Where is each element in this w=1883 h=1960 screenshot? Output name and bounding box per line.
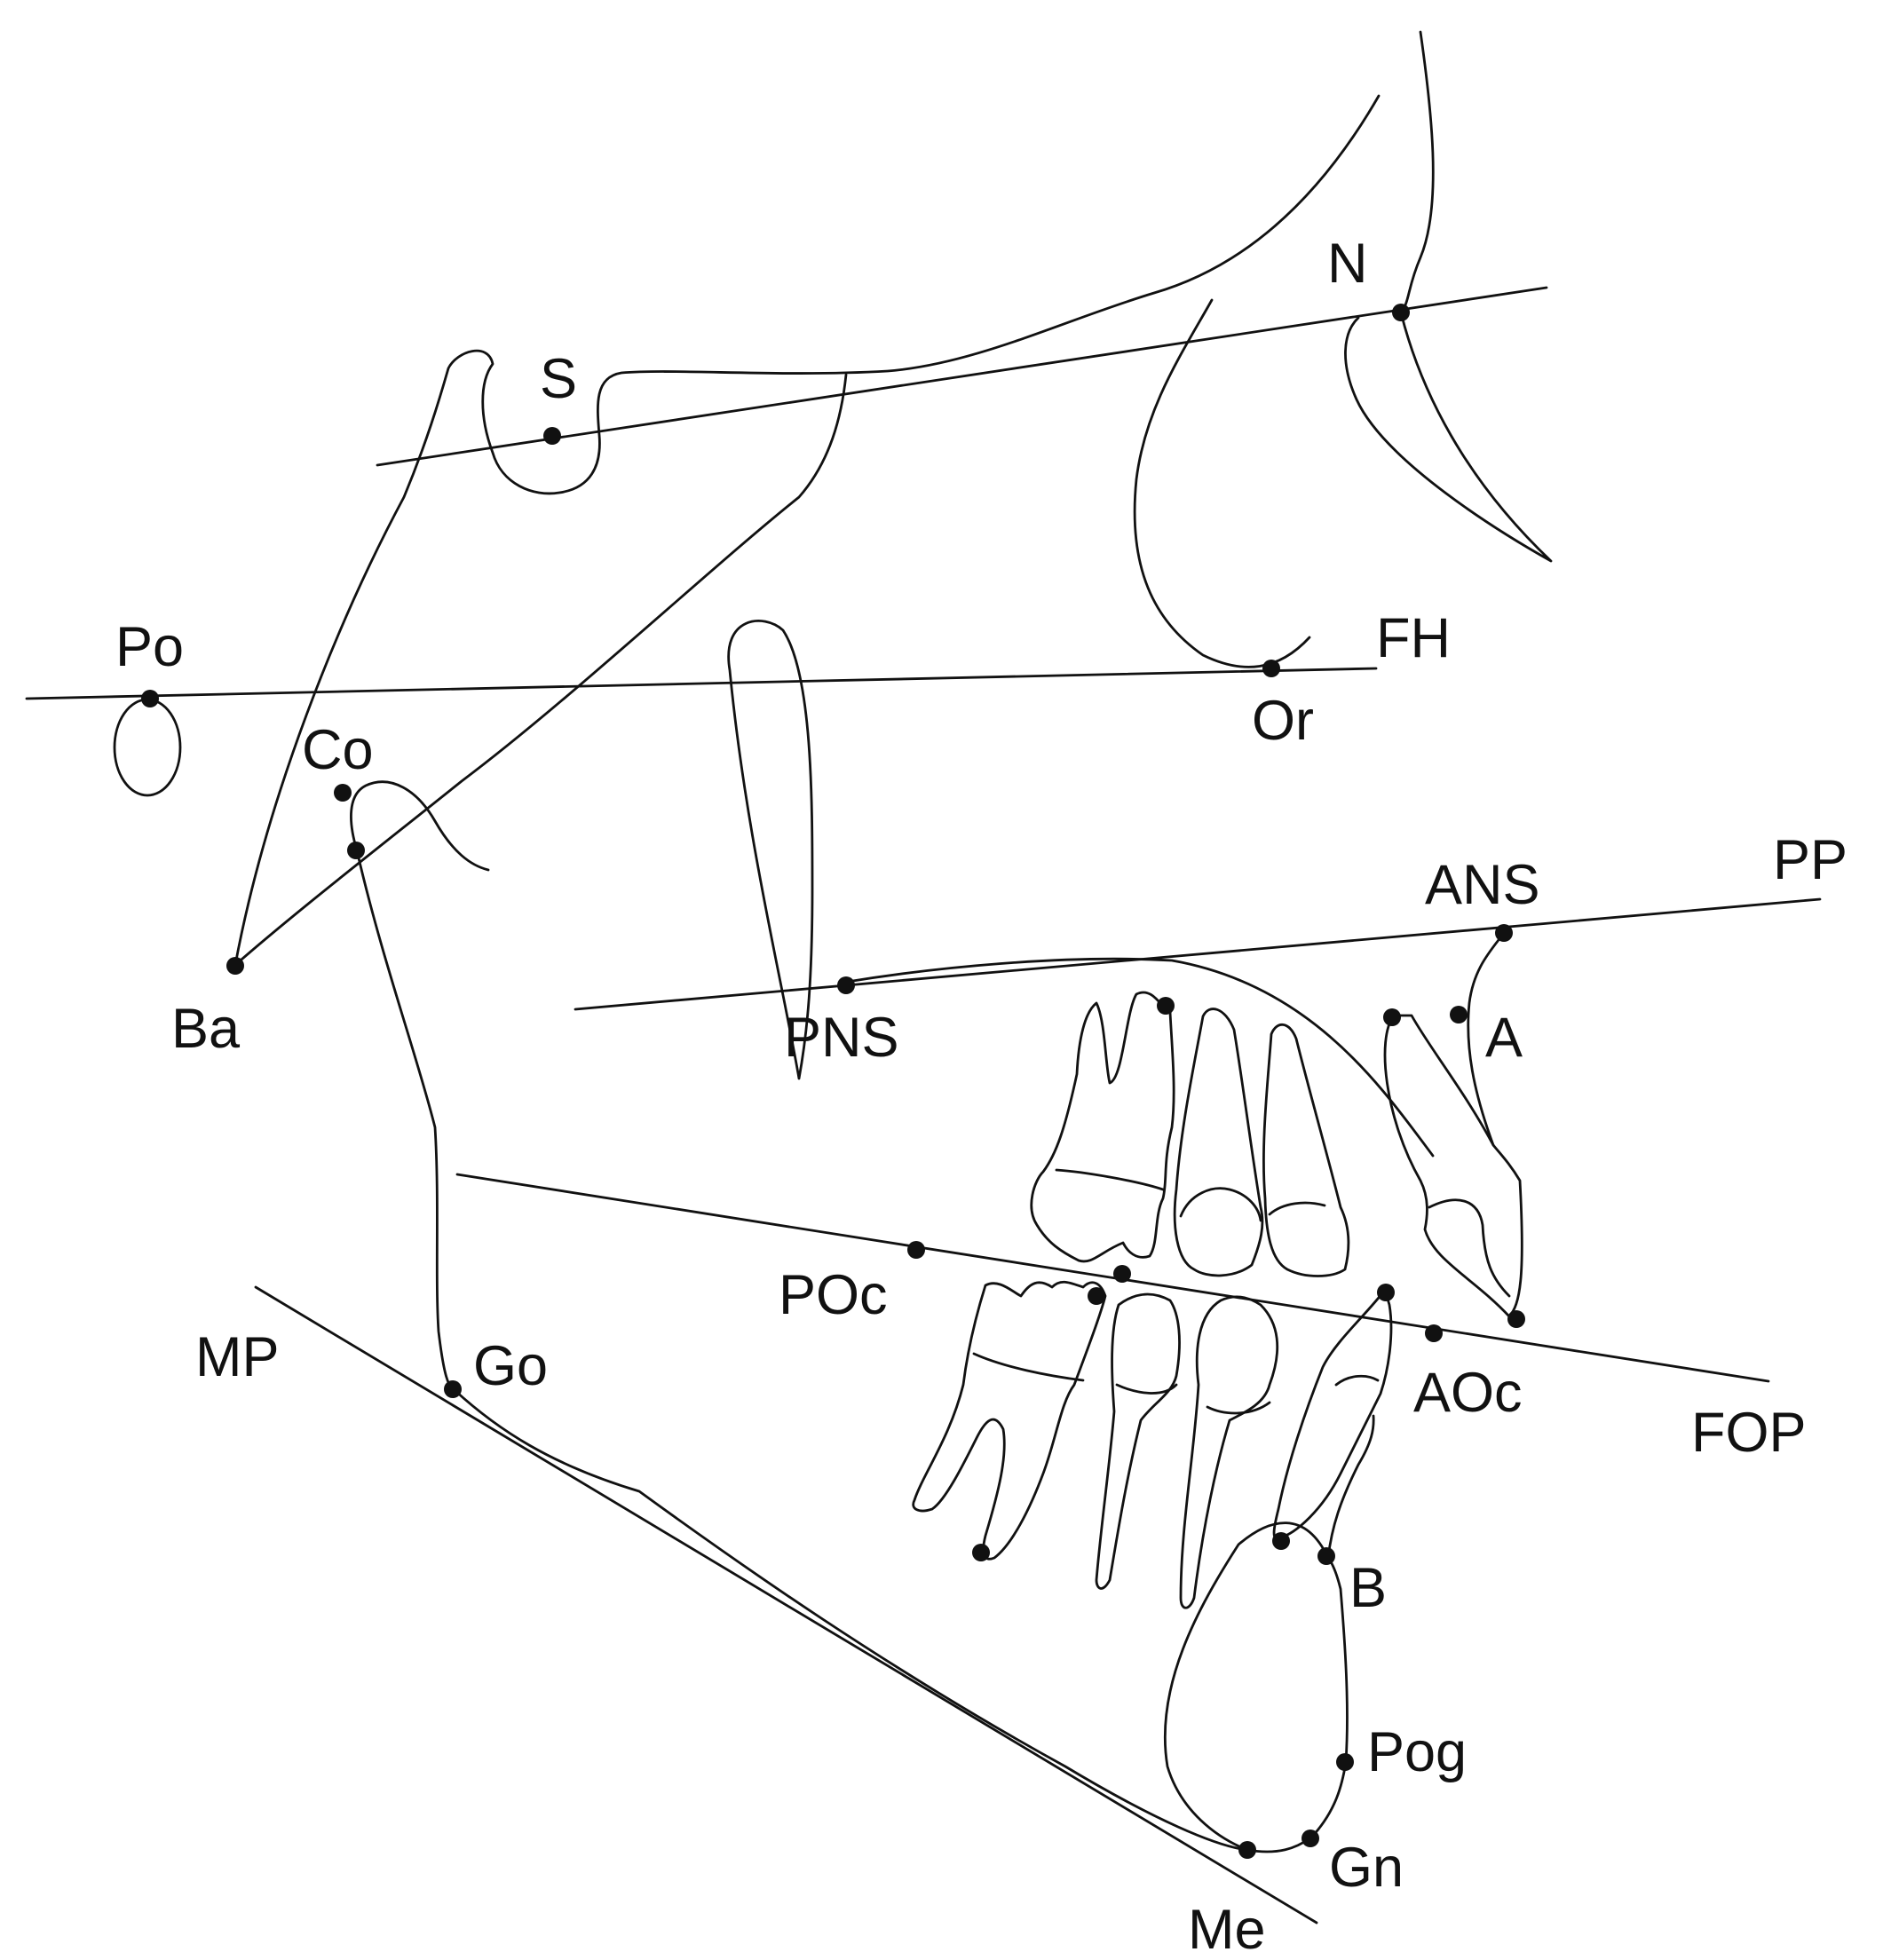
landmark-point-aoc xyxy=(1425,1324,1443,1342)
label-fop: FOP xyxy=(1691,1402,1807,1464)
lower-incisor-pulp xyxy=(1334,1374,1380,1387)
landmark-point-molar-cusp xyxy=(1088,1287,1105,1305)
landmark-point-ba xyxy=(226,957,244,975)
upper-premolar-2-outline xyxy=(1262,1023,1350,1277)
upper-premolar-2-crown-line xyxy=(1268,1201,1326,1216)
landmark-point-lower-incisor-root xyxy=(1272,1532,1290,1550)
label-b: B xyxy=(1349,1557,1387,1619)
landmark-point-ans xyxy=(1495,924,1513,942)
landmark-point-poc xyxy=(907,1241,925,1259)
label-gn: Gn xyxy=(1329,1837,1404,1899)
label-me: Me xyxy=(1188,1899,1266,1960)
label-co: Co xyxy=(302,719,374,781)
label-go: Go xyxy=(473,1335,548,1397)
landmark-point-ar xyxy=(347,842,365,859)
landmark-point-molar-contact xyxy=(1113,1265,1131,1283)
label-poc: POc xyxy=(779,1264,888,1326)
palate-outline xyxy=(840,957,1435,1158)
functional-occlusal-plane-line xyxy=(455,1173,1770,1383)
lower-molar-outline xyxy=(912,1280,1107,1561)
label-po: Po xyxy=(115,616,184,678)
lower-premolar-1-outline xyxy=(1095,1292,1181,1590)
label-a: A xyxy=(1485,1007,1523,1069)
sella-turcica-outline xyxy=(233,94,1381,967)
chin-profile-outline xyxy=(1326,1414,1375,1560)
label-fh: FH xyxy=(1376,607,1451,669)
anterior-maxilla-outline xyxy=(1467,931,1506,1147)
nasal-bone-outline xyxy=(1344,311,1553,563)
label-mp: MP xyxy=(195,1326,280,1388)
sella-nasion-line xyxy=(376,286,1548,467)
landmark-point-or xyxy=(1262,660,1280,677)
ramus-outline xyxy=(355,849,456,1392)
symphysis-inner-outline xyxy=(1163,1521,1330,1852)
basisphenoid-outline xyxy=(233,373,848,967)
landmark-point-lower-molar-root xyxy=(972,1544,990,1561)
label-ba: Ba xyxy=(171,998,241,1060)
landmark-point-pns xyxy=(837,976,855,994)
landmark-point-b xyxy=(1317,1547,1335,1565)
pterygomaxillary-fissure-outline xyxy=(727,620,814,1080)
label-pog: Pog xyxy=(1367,1721,1467,1783)
lower-premolar-2-outline xyxy=(1179,1295,1279,1609)
landmark-point-upper-incisor-tip xyxy=(1507,1310,1525,1328)
landmark-point-co xyxy=(334,784,352,802)
landmark-point-incisor-root xyxy=(1383,1008,1401,1026)
lower-premolar-1-crown-line xyxy=(1115,1383,1178,1395)
upper-molar-outline xyxy=(1030,991,1175,1263)
landmark-point-gn xyxy=(1301,1830,1319,1847)
landmark-point-lower-incisor-tip xyxy=(1377,1284,1395,1301)
landmark-point-me xyxy=(1238,1841,1256,1859)
upper-premolar-1-outline xyxy=(1173,1008,1264,1277)
label-s: S xyxy=(540,348,577,410)
landmark-point-po xyxy=(141,690,159,707)
label-aoc: AOc xyxy=(1413,1362,1523,1424)
label-ans: ANS xyxy=(1425,854,1540,916)
lower-incisor-outline xyxy=(1272,1288,1393,1540)
frontal-profile-outline xyxy=(1399,30,1435,314)
landmark-point-n xyxy=(1392,304,1410,321)
label-pns: PNS xyxy=(784,1007,899,1069)
label-n: N xyxy=(1327,233,1368,295)
landmark-point-molar-mesial xyxy=(1157,997,1175,1015)
mandibular-plane-line xyxy=(254,1285,1318,1924)
condyle-outline xyxy=(350,780,490,872)
porion-ear-outline xyxy=(113,698,182,797)
mandible-lower-border xyxy=(453,1388,1349,1853)
upper-molar-crown-line xyxy=(1055,1168,1165,1191)
landmark-point-go xyxy=(444,1380,462,1398)
palatal-plane-line xyxy=(574,897,1822,1011)
orbit-outline xyxy=(1133,298,1311,668)
lower-premolar-2-crown-line xyxy=(1206,1401,1271,1415)
lower-molar-crown-line xyxy=(972,1352,1085,1382)
frankfort-horizontal-line xyxy=(25,667,1378,700)
upper-premolar-1-crown-line xyxy=(1179,1187,1262,1222)
label-pp: PP xyxy=(1773,829,1847,891)
upper-incisor-pulp xyxy=(1428,1198,1511,1298)
label-or: Or xyxy=(1252,690,1314,752)
landmark-point-a xyxy=(1450,1006,1468,1023)
landmark-point-s xyxy=(543,427,561,445)
landmark-point-pog xyxy=(1336,1753,1354,1771)
